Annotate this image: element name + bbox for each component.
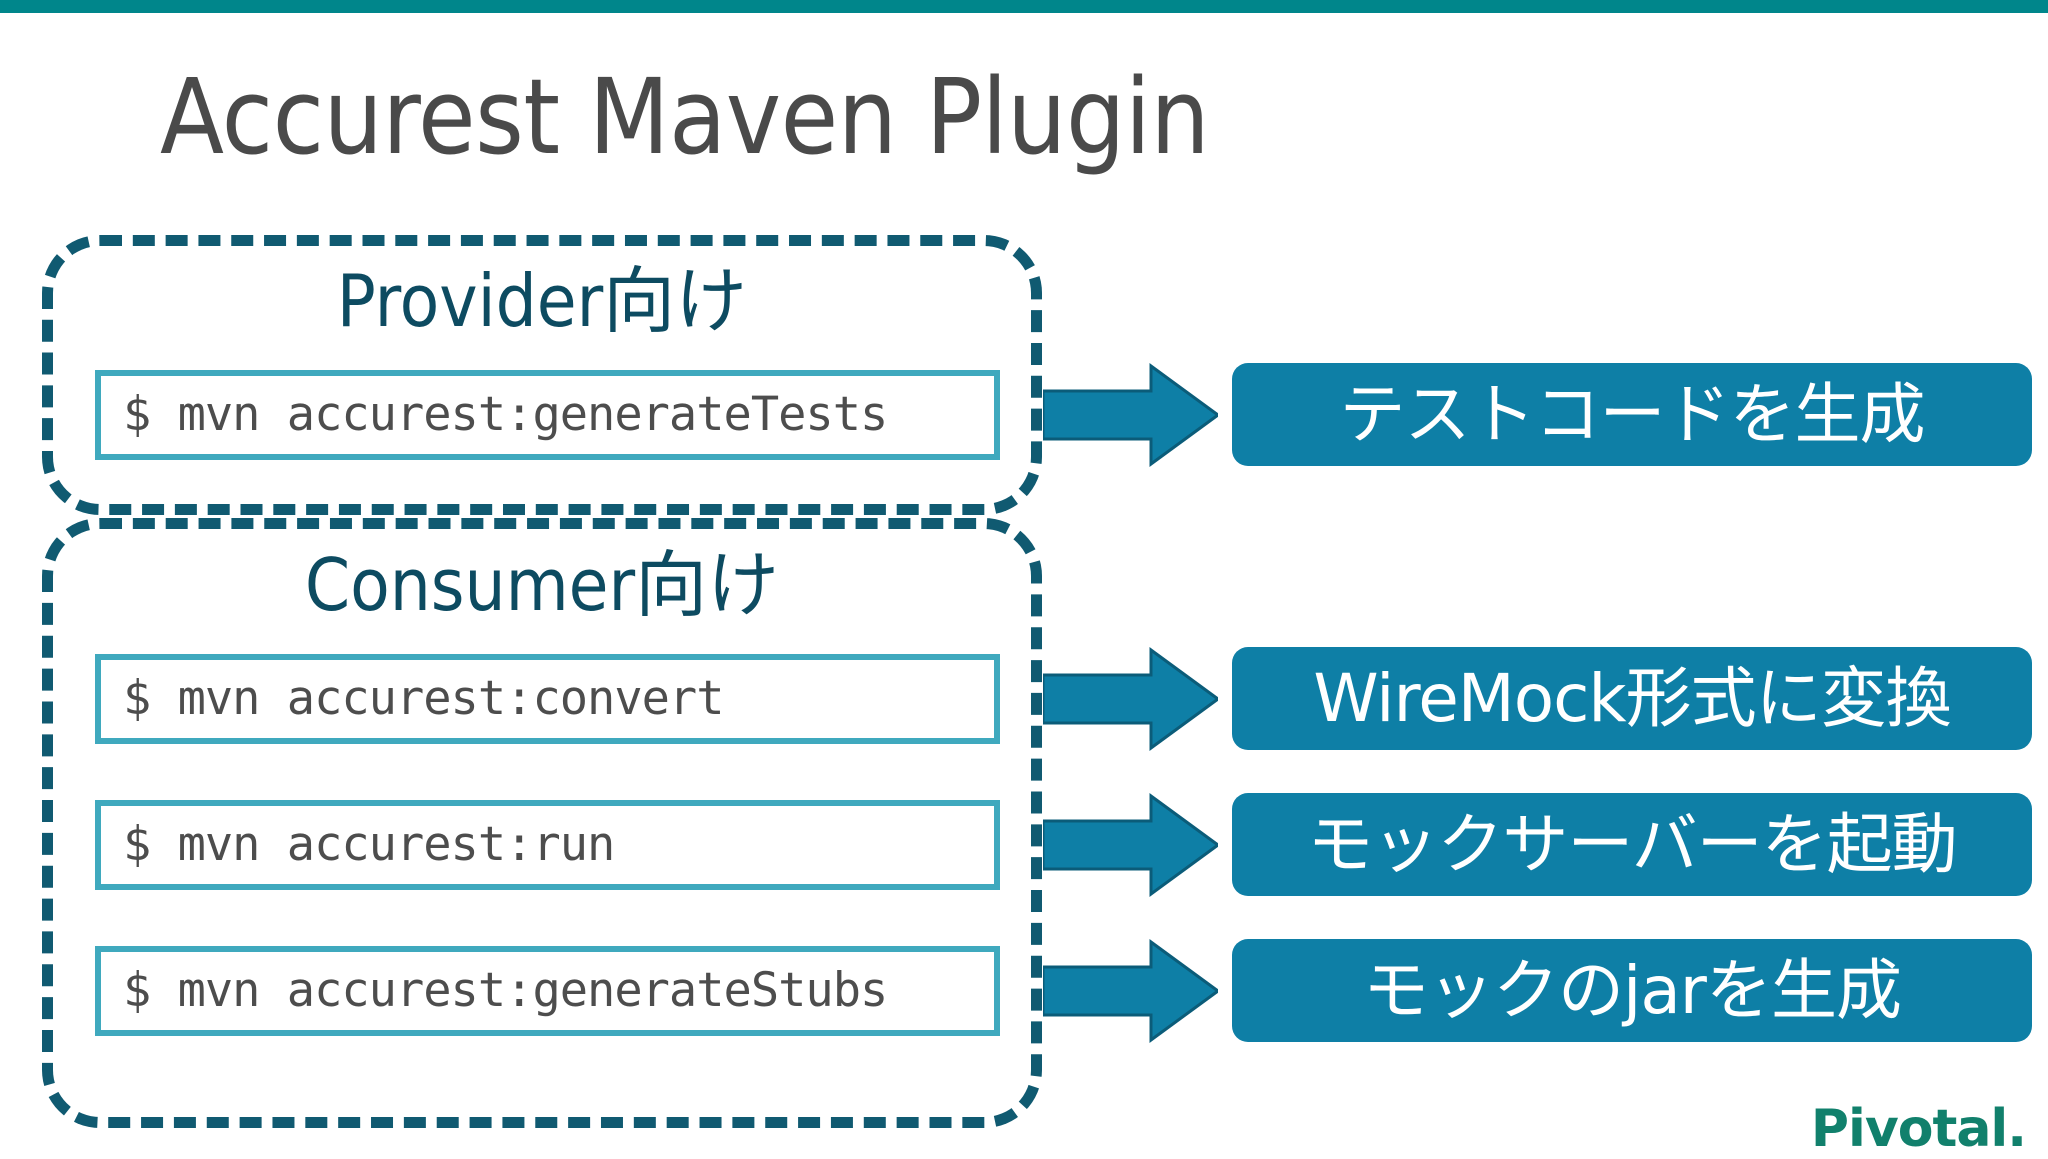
command-box-generate-tests[interactable]: $ mvn accurest:generateTests (95, 370, 1000, 460)
right-arrow-icon (1043, 647, 1218, 752)
command-text: $ mvn accurest:generateTests (123, 387, 888, 442)
command-text: $ mvn accurest:generateStubs (123, 963, 888, 1018)
result-label-convert: WireMock形式に変換 (1232, 647, 2032, 750)
command-box-generate-stubs[interactable]: $ mvn accurest:generateStubs (95, 946, 1000, 1036)
result-label-text: モックのjarを生成 (1363, 951, 1902, 1029)
command-text: $ mvn accurest:convert (123, 671, 725, 726)
right-arrow-icon (1043, 939, 1218, 1044)
right-arrow-icon (1043, 793, 1218, 898)
result-label-run: モックサーバーを起動 (1232, 793, 2032, 896)
provider-group-box (42, 235, 1042, 515)
result-label-text: WireMock形式に変換 (1313, 659, 1951, 737)
command-box-run[interactable]: $ mvn accurest:run (95, 800, 1000, 890)
command-box-convert[interactable]: $ mvn accurest:convert (95, 654, 1000, 744)
result-label-generate-tests: テストコードを生成 (1232, 363, 2032, 466)
result-label-text: テストコードを生成 (1339, 375, 1926, 453)
command-text: $ mvn accurest:run (123, 817, 615, 872)
provider-group-heading: Provider向け (336, 259, 748, 343)
consumer-group-heading: Consumer向け (304, 543, 780, 627)
right-arrow-icon (1043, 363, 1218, 468)
result-label-generate-stubs: モックのjarを生成 (1232, 939, 2032, 1042)
top-accent-bar (0, 0, 2048, 13)
consumer-group-box (42, 518, 1042, 1128)
result-label-text: モックサーバーを起動 (1307, 805, 1957, 883)
pivotal-logo: Pivotal. (1810, 1099, 2027, 1159)
page-title: Accurest Maven Plugin (160, 56, 1210, 178)
